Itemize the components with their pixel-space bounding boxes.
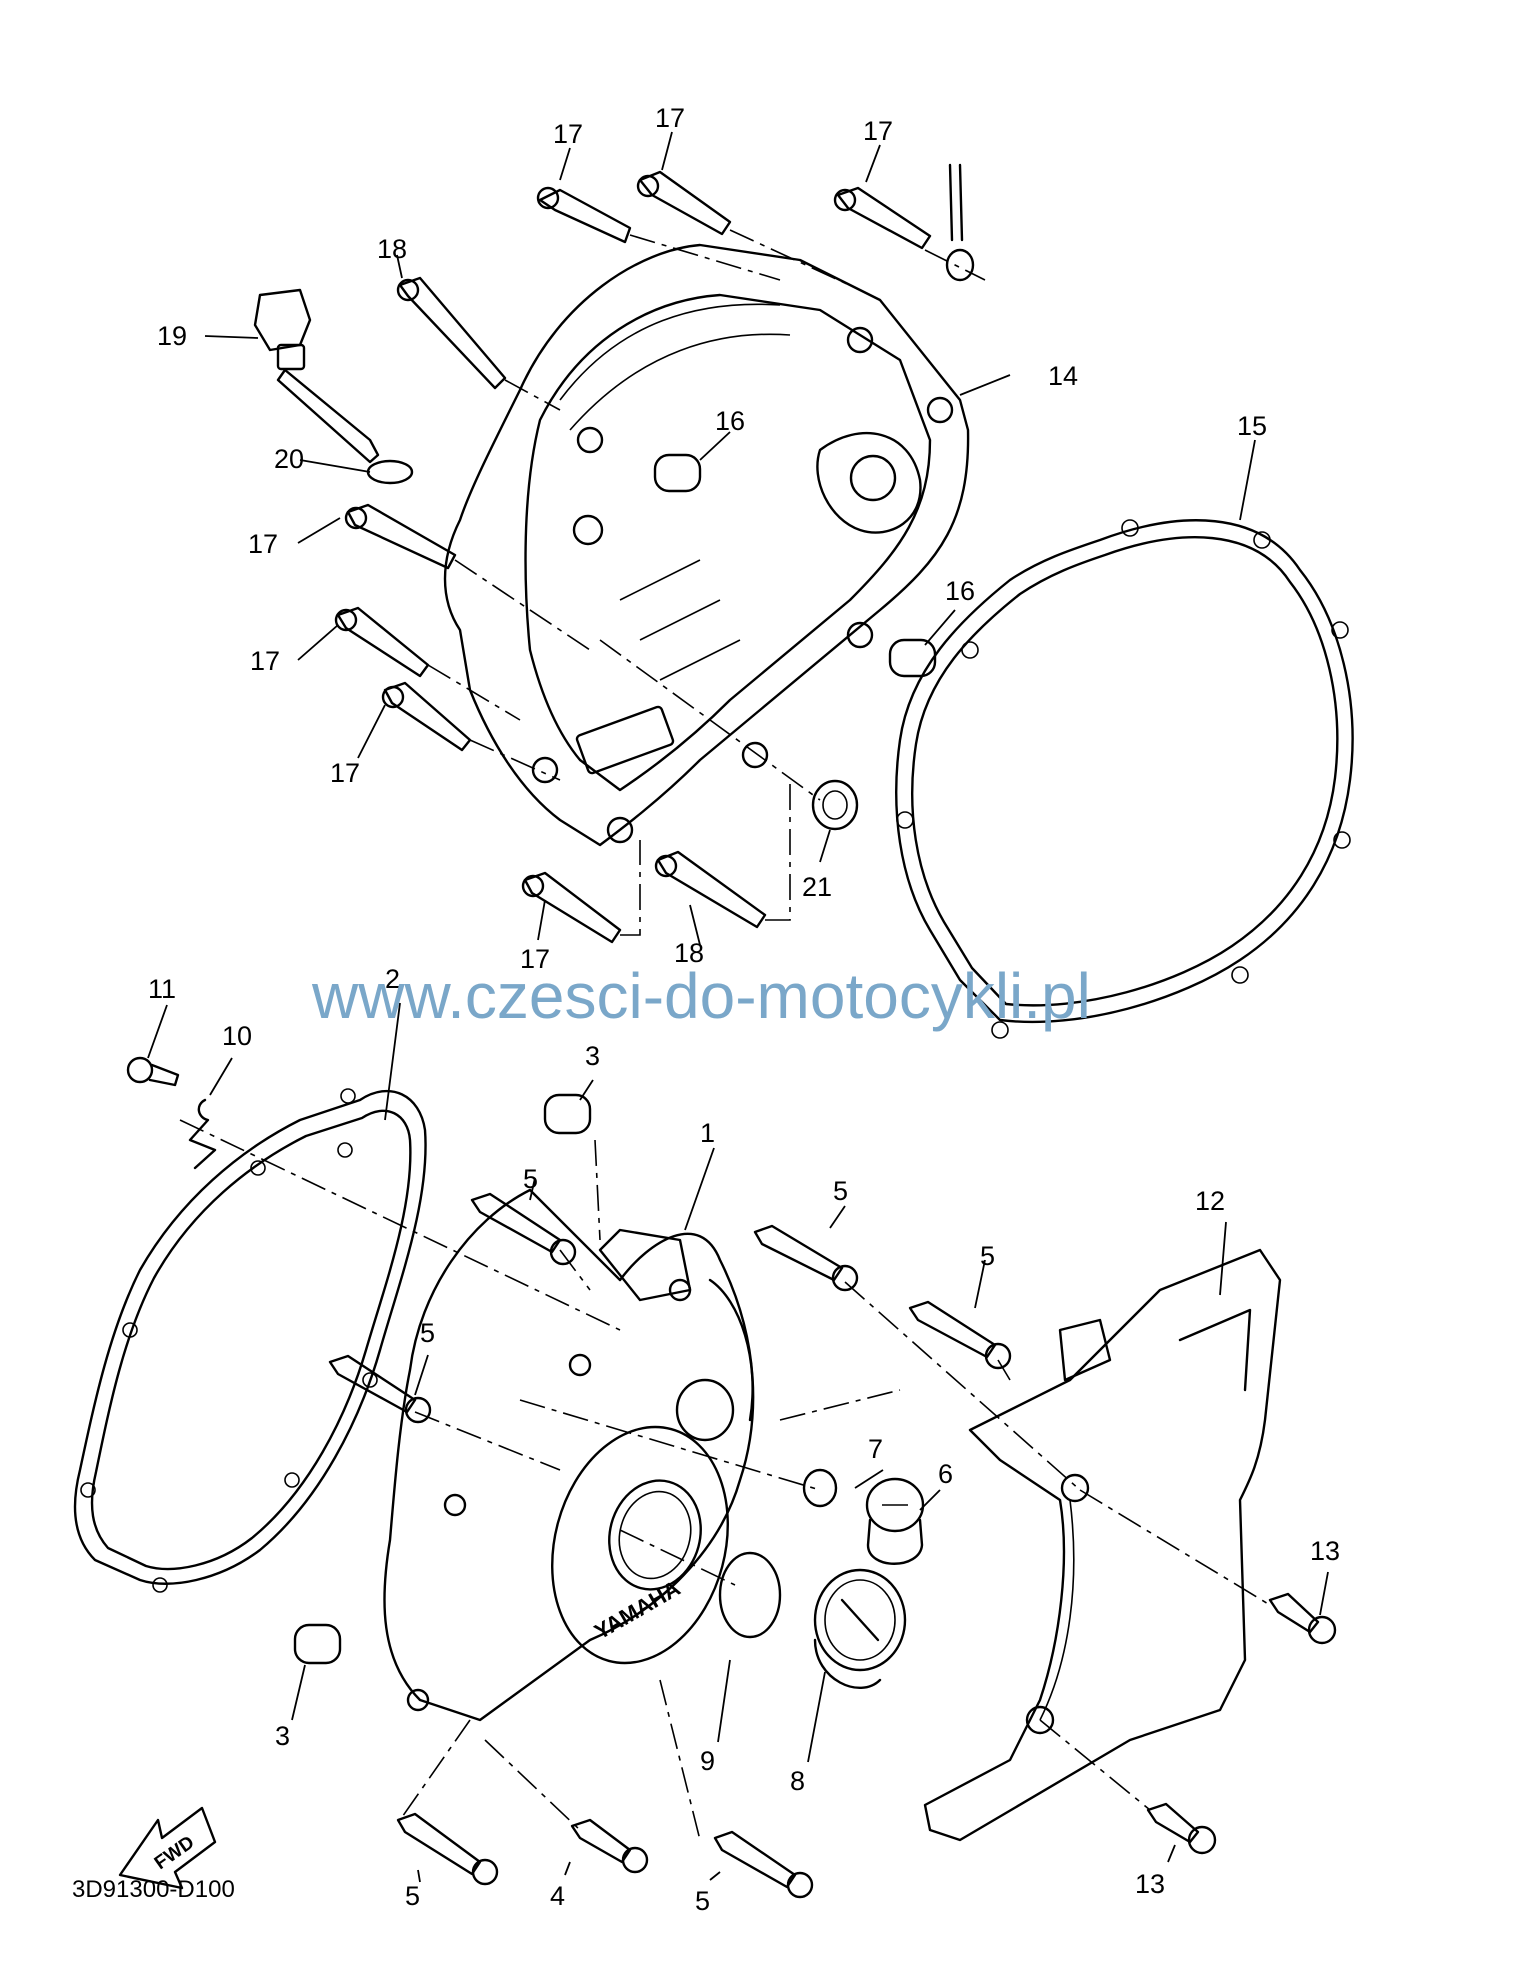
clip-10	[188, 1098, 217, 1170]
callout-17b: 17	[655, 103, 685, 133]
bolt-17g	[521, 871, 622, 944]
diagram-code: 3D91300-D100	[72, 1876, 235, 1903]
callout-13b: 13	[1135, 1869, 1165, 1899]
callout-3b: 3	[275, 1721, 290, 1751]
bolt-18b	[654, 850, 767, 929]
gasket-2	[73, 1088, 427, 1593]
callout-5f: 5	[695, 1886, 710, 1916]
bolt-17f	[381, 681, 472, 752]
callout-17d: 17	[248, 529, 278, 559]
callout-16b: 16	[945, 576, 975, 606]
callout-4: 4	[550, 1881, 565, 1911]
callout-5e: 5	[405, 1881, 420, 1911]
fwd-label: FWD	[151, 1832, 198, 1874]
generator-cover-1: YAMAHA	[383, 1188, 755, 1722]
crankcase-cover-14	[443, 243, 970, 847]
bolt-5d	[328, 1354, 432, 1424]
callout-18a: 18	[377, 234, 407, 264]
callout-11: 11	[148, 974, 176, 1004]
callout-15: 15	[1237, 411, 1267, 441]
callout-17g: 17	[520, 944, 550, 974]
callout-12: 12	[1195, 1186, 1225, 1216]
gasket-15	[895, 519, 1354, 1039]
callout-2: 2	[385, 964, 400, 994]
bolt-5c	[908, 1300, 1012, 1370]
callout-1: 1	[700, 1118, 715, 1148]
callout-14: 14	[1048, 361, 1078, 391]
bolt-5f	[713, 1830, 814, 1899]
callout-3a: 3	[585, 1041, 600, 1071]
screw-11	[126, 1056, 180, 1087]
oil-seal-21	[811, 779, 859, 831]
callout-17e: 17	[250, 646, 280, 676]
bolt-4	[570, 1818, 649, 1874]
bolt-17d	[344, 503, 457, 570]
callout-13a: 13	[1310, 1536, 1340, 1566]
dowel-pin-3a	[543, 1093, 592, 1135]
callout-20: 20	[274, 444, 304, 474]
callout-10: 10	[222, 1021, 252, 1051]
sprocket-cover-12	[923, 1248, 1282, 1842]
callout-9: 9	[700, 1746, 715, 1776]
callout-5c: 5	[980, 1241, 995, 1271]
bolt-17c	[833, 186, 932, 250]
bolt-17a	[536, 186, 632, 244]
callout-17c: 17	[863, 116, 893, 146]
callout-17f: 17	[330, 758, 360, 788]
bolt-5b	[753, 1224, 859, 1292]
callout-21: 21	[802, 872, 832, 902]
cover-brand-logo: YAMAHA	[590, 1575, 684, 1644]
callouts: 17 17 17 18 19 20 14 15 16 16 17 17 17 2…	[148, 103, 1340, 1916]
callout-18b: 18	[674, 938, 704, 968]
callout-5b: 5	[833, 1176, 848, 1206]
callout-8: 8	[790, 1766, 805, 1796]
callout-16a: 16	[715, 406, 745, 436]
bolt-13a	[1268, 1592, 1337, 1645]
wire-terminal	[945, 163, 975, 282]
watermark-url[interactable]: www.czesci-do-motocykli.pl	[311, 960, 1091, 1032]
o-ring-7	[802, 1468, 838, 1508]
dowel-pin-16a	[653, 453, 702, 493]
dowel-pin-16b	[888, 638, 937, 678]
callout-5d: 5	[420, 1318, 435, 1348]
callout-19: 19	[157, 321, 187, 351]
callout-6: 6	[938, 1459, 953, 1489]
oil-filler-cap-19	[253, 288, 380, 464]
callout-7: 7	[868, 1434, 883, 1464]
bolt-17b	[636, 170, 732, 236]
oil-plug-6	[865, 1477, 925, 1565]
callout-17a: 17	[553, 119, 583, 149]
bolt-17e	[334, 606, 430, 678]
bolt-18a	[396, 276, 507, 390]
bolt-5a	[470, 1192, 577, 1266]
bolt-13b	[1146, 1802, 1217, 1855]
o-ring-20	[366, 459, 414, 485]
o-ring-9	[718, 1551, 782, 1639]
timing-plug-8	[813, 1568, 907, 1690]
dowel-pin-3b	[293, 1623, 342, 1665]
bolt-5e	[396, 1812, 499, 1886]
callout-5a: 5	[523, 1164, 538, 1194]
